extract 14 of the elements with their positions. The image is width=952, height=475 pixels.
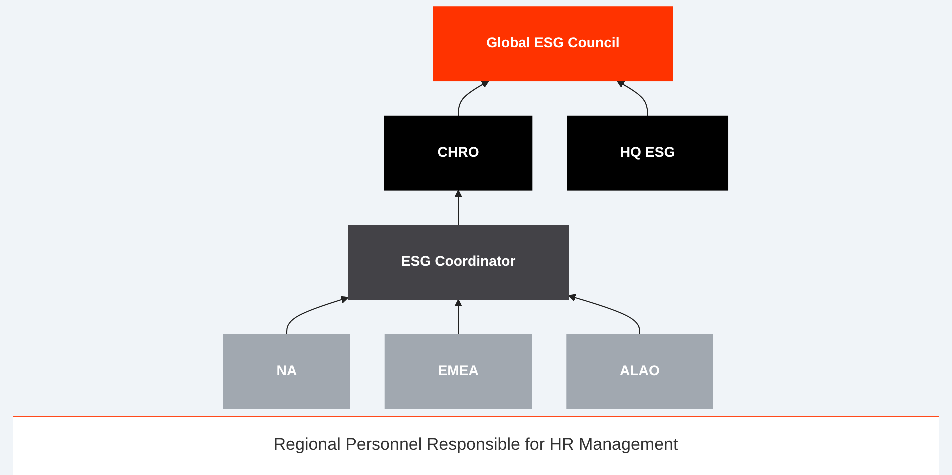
arrow (454, 190, 462, 226)
arrow (568, 294, 640, 335)
arrow (458, 80, 490, 116)
caption: Regional Personnel Responsible for HR Management (13, 416, 939, 475)
node-box: CHRO (384, 116, 533, 191)
node-box: ALAO (566, 334, 714, 410)
node-box: HQ ESG (567, 116, 729, 191)
node-box: ESG Coordinator (348, 225, 570, 300)
node-box: Global ESG Council (433, 6, 674, 82)
arrow (286, 296, 349, 335)
node-box: NA (223, 334, 350, 410)
arrow (616, 80, 648, 116)
arrow (454, 299, 462, 335)
node-box: EMEA (384, 334, 532, 410)
